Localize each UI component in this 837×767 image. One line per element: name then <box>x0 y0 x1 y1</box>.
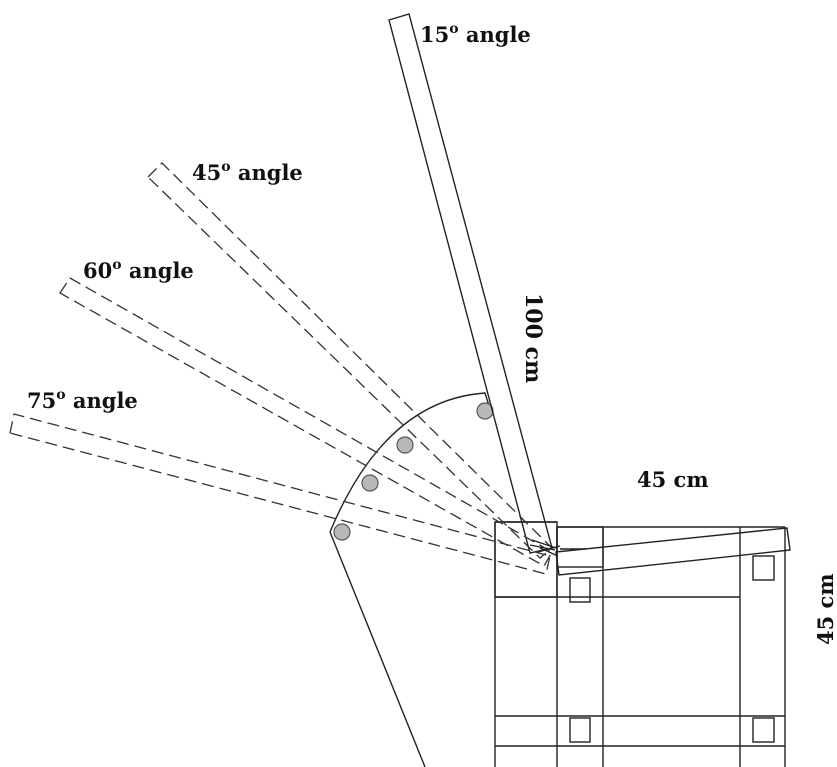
adjustment-pegs <box>333 402 494 541</box>
backrest-60-degree <box>59 277 553 567</box>
chair-frame <box>494 521 786 767</box>
label-seat-depth: 45 cm <box>637 467 709 492</box>
label-15-angle: 15o angle <box>420 21 531 47</box>
label-seat-height: 45 cm <box>813 573 837 645</box>
peg-75 <box>333 523 351 541</box>
backrest-15-degree <box>388 13 553 554</box>
seat-plank <box>555 527 791 576</box>
peg-45 <box>396 436 414 454</box>
pivot-hinge <box>529 539 586 557</box>
side-support-plate <box>329 392 493 767</box>
label-45-angle: 45o angle <box>192 159 303 185</box>
label-75-angle: 75o angle <box>27 387 138 413</box>
peg-60 <box>361 474 379 492</box>
label-60-angle: 60o angle <box>83 257 194 283</box>
backrest-75-degree <box>9 413 551 575</box>
backrest-45-degree <box>147 162 553 559</box>
label-backrest-length: 100 cm <box>520 293 546 383</box>
